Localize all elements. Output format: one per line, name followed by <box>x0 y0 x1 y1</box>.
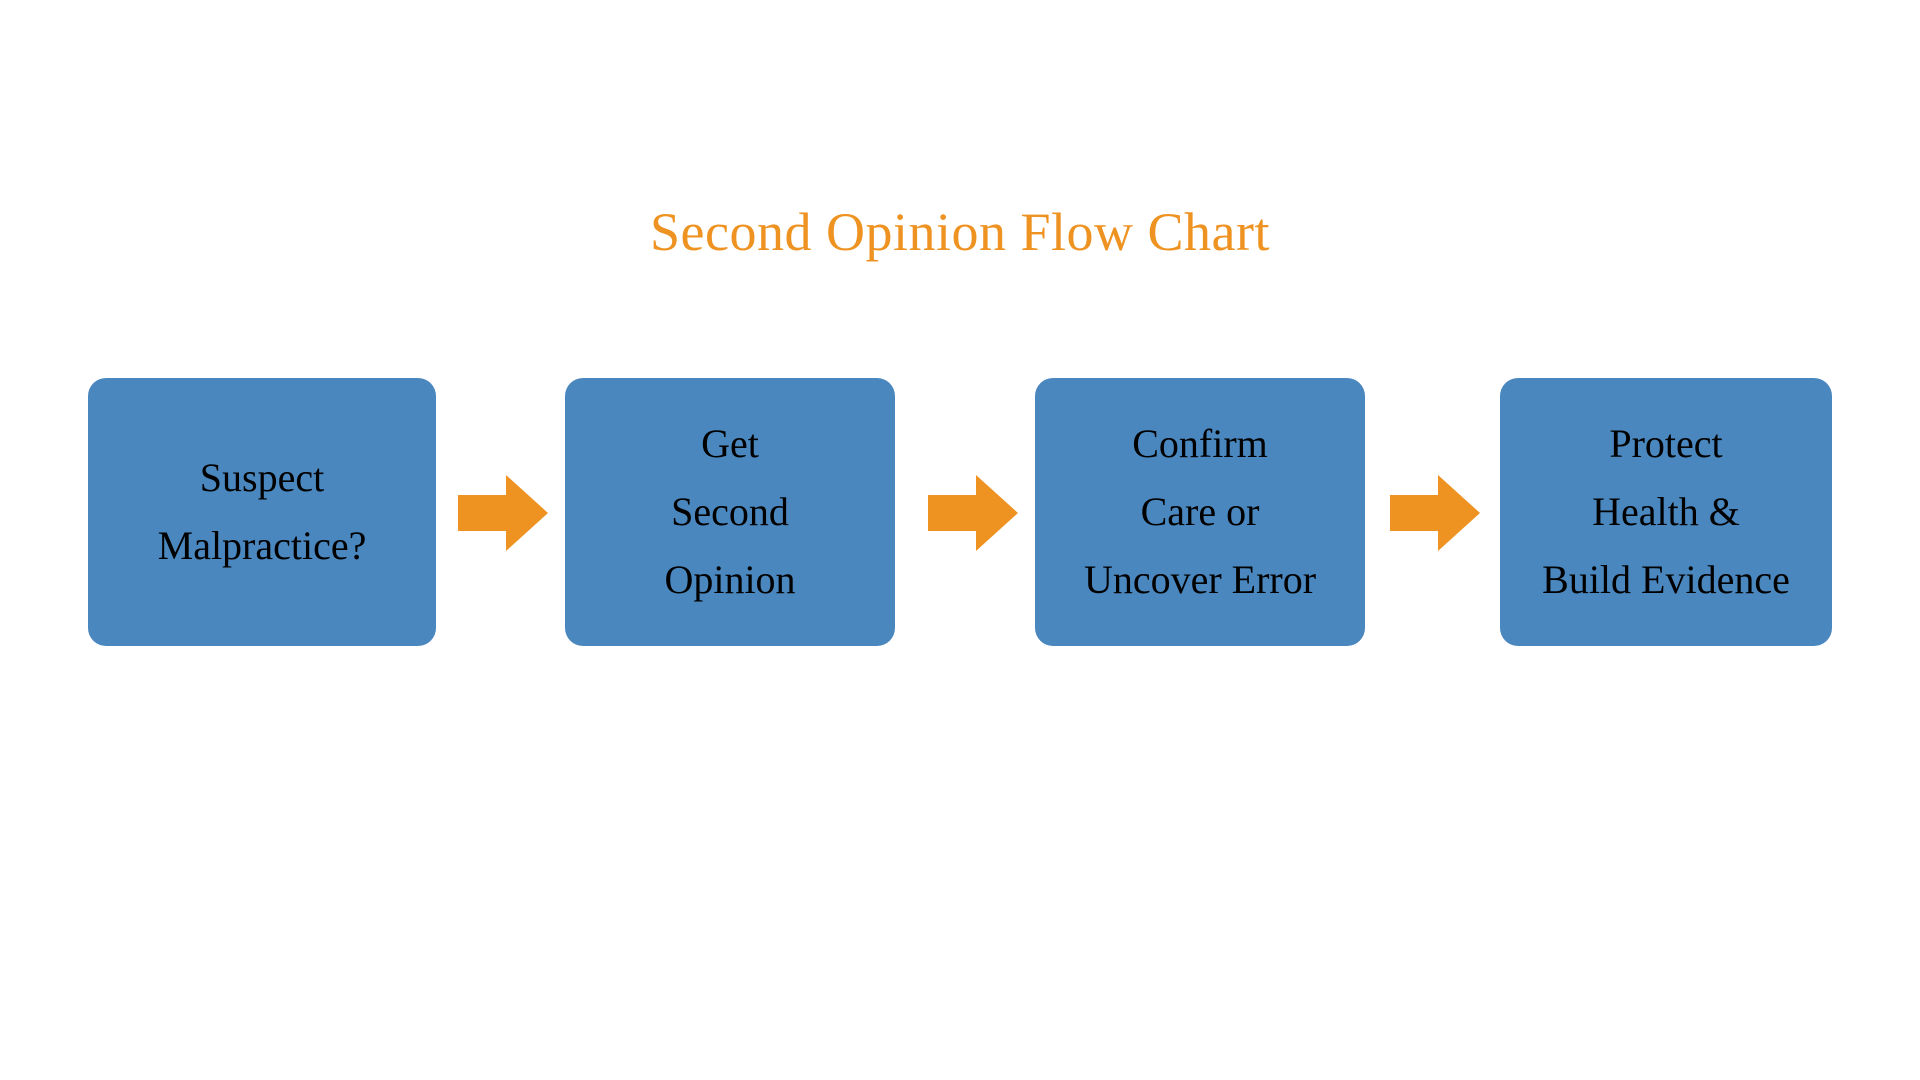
flow-node-label: Confirm Care or Uncover Error <box>1083 421 1317 602</box>
right-arrow-icon <box>1390 475 1480 551</box>
right-arrow-icon <box>928 475 1018 551</box>
flow-node-protect-health-build-evidence[interactable]: Protect Health & Build Evidence <box>1500 378 1832 646</box>
page-title: Second Opinion Flow Chart <box>650 202 1270 262</box>
flow-node-confirm-care-or-uncover-error[interactable]: Confirm Care or Uncover Error <box>1035 378 1365 646</box>
flow-node-label: Protect Health & Build Evidence <box>1542 421 1790 602</box>
flow-node-suspect-malpractice[interactable]: Suspect Malpractice? <box>88 378 436 646</box>
flow-node-label: Get Second Opinion <box>664 421 796 602</box>
right-arrow-icon <box>458 475 548 551</box>
flow-node-label: Suspect Malpractice? <box>157 455 367 568</box>
flow-chart: Suspect Malpractice? Get Second Opinion … <box>88 378 1832 646</box>
flow-node-get-second-opinion[interactable]: Get Second Opinion <box>565 378 895 646</box>
